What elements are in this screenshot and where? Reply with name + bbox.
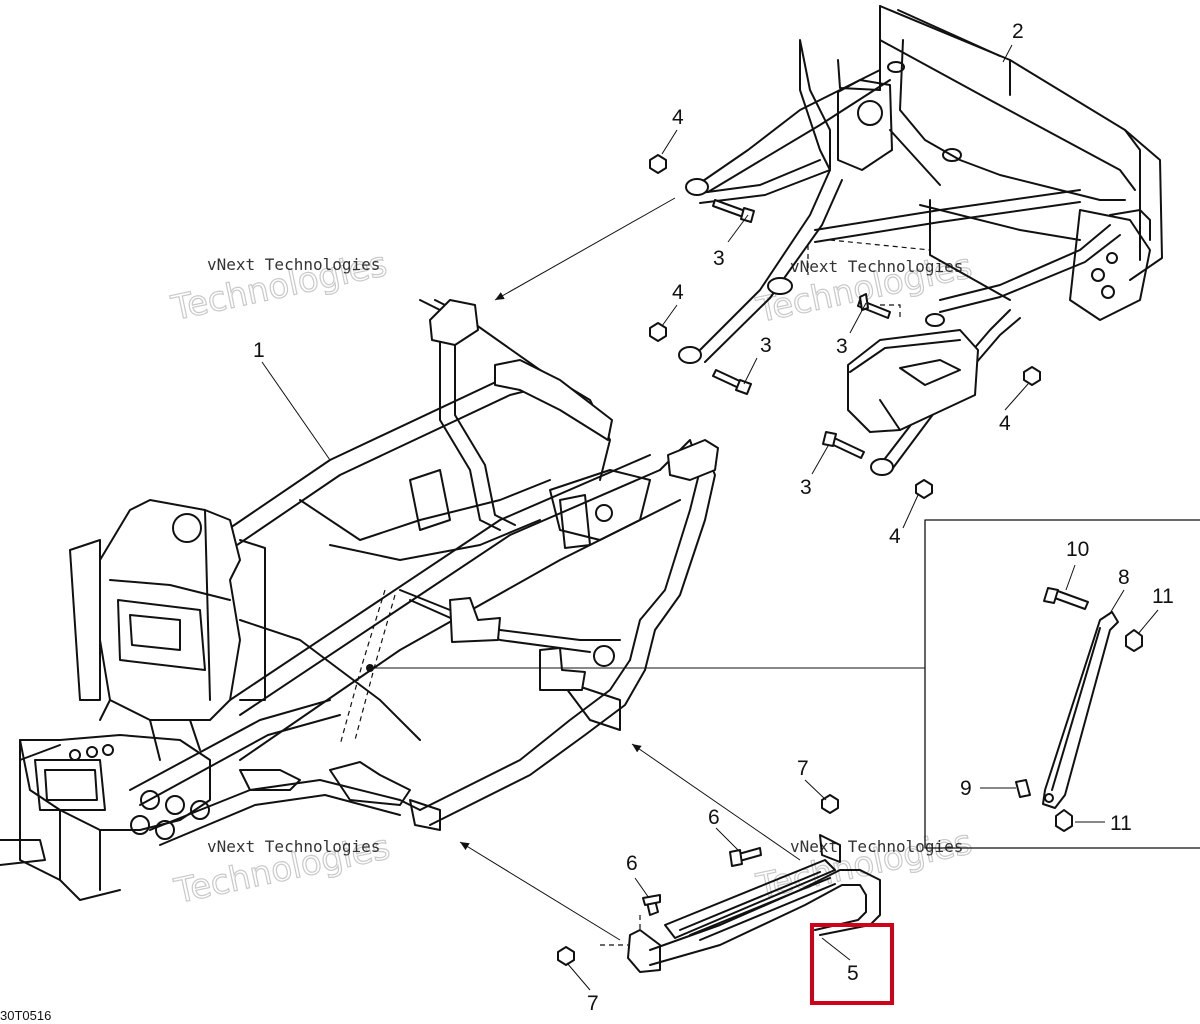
callout-9: 9 bbox=[960, 777, 972, 800]
callout-4: 4 bbox=[672, 106, 684, 129]
callout-4: 4 bbox=[672, 281, 684, 304]
fastener-bolts-3 bbox=[712, 199, 891, 459]
callout-6: 6 bbox=[626, 852, 638, 875]
callout-4: 4 bbox=[999, 412, 1011, 435]
watermark-small-text: vNext Technologies bbox=[207, 837, 380, 856]
watermark-bottom-right: Technologies vNext Technologies bbox=[752, 822, 976, 908]
callout-11: 11 bbox=[1152, 585, 1174, 608]
callout-6: 6 bbox=[708, 806, 720, 829]
callout-7: 7 bbox=[797, 757, 809, 780]
callout-labels: 1 2 3 3 3 3 4 4 4 4 5 6 6 7 7 8 9 10 11 … bbox=[253, 20, 1174, 1015]
watermark-small-text: vNext Technologies bbox=[790, 837, 963, 856]
fastener-nuts-4 bbox=[649, 154, 1041, 499]
callout-2: 2 bbox=[1012, 20, 1024, 43]
callout-3: 3 bbox=[713, 247, 725, 270]
watermark-small-text: vNext Technologies bbox=[790, 257, 963, 276]
callout-3: 3 bbox=[836, 335, 848, 358]
rear-frame-part-2 bbox=[678, 5, 1163, 476]
callout-5: 5 bbox=[847, 962, 859, 985]
callout-7: 7 bbox=[587, 992, 599, 1015]
main-frame-part-1 bbox=[0, 299, 719, 901]
callout-10: 10 bbox=[1066, 538, 1089, 561]
watermark-big-text: Technologies bbox=[753, 822, 976, 907]
callout-1: 1 bbox=[253, 339, 265, 362]
reference-code: 30T0516 bbox=[0, 1008, 51, 1023]
detail-inset bbox=[366, 519, 1200, 849]
callout-4: 4 bbox=[889, 525, 901, 548]
callout-8: 8 bbox=[1118, 566, 1130, 589]
callout-3: 3 bbox=[760, 334, 772, 357]
leader-lines bbox=[261, 44, 1159, 991]
part-5-highlight-box[interactable] bbox=[810, 923, 894, 1005]
callout-3: 3 bbox=[800, 476, 812, 499]
watermark-top-left: Technologies vNext Technologies bbox=[167, 244, 391, 330]
assembly-arrows bbox=[459, 197, 801, 941]
footrest-part-5 bbox=[600, 834, 881, 973]
watermark-small-text: vNext Technologies bbox=[207, 255, 380, 274]
watermark-bottom-left: Technologies vNext Technologies bbox=[170, 827, 394, 913]
callout-11: 11 bbox=[1110, 812, 1132, 835]
